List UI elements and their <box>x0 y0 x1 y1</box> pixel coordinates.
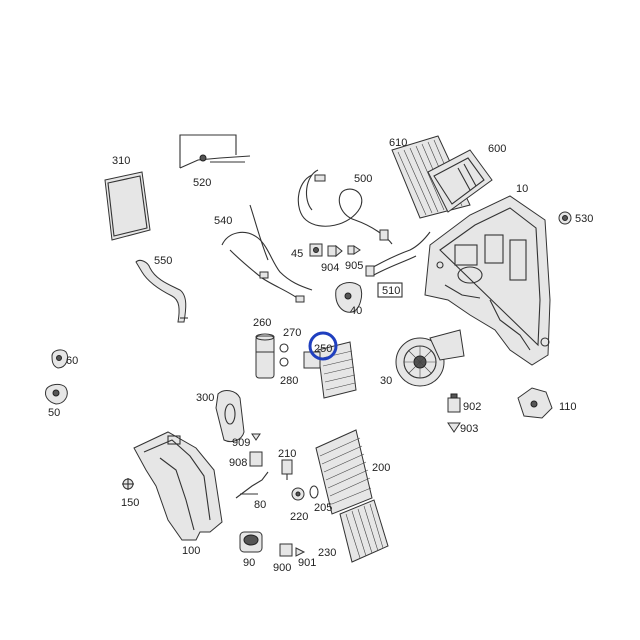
label-908: 908 <box>229 457 247 469</box>
part-520-wire-harness[interactable] <box>179 134 251 169</box>
part-50-grommet[interactable] <box>45 383 68 405</box>
part-600-cover[interactable] <box>427 149 493 213</box>
label-150: 150 <box>121 497 139 509</box>
label-80: 80 <box>254 499 266 511</box>
part-220-holder[interactable] <box>291 487 305 501</box>
label-50: 50 <box>48 407 60 419</box>
part-904-fitting[interactable] <box>327 244 343 258</box>
part-80-bracket[interactable] <box>235 471 269 499</box>
part-903-clip[interactable] <box>447 422 461 433</box>
part-300-duct[interactable] <box>215 390 245 443</box>
label-250: 250 <box>314 343 332 355</box>
label-270: 270 <box>283 327 301 339</box>
label-540: 540 <box>214 215 232 227</box>
label-903: 903 <box>460 423 478 435</box>
label-310: 310 <box>112 155 130 167</box>
part-100-air-duct[interactable] <box>133 431 223 541</box>
label-510: 510 <box>382 285 400 297</box>
part-310-panel[interactable] <box>104 171 151 241</box>
label-40: 40 <box>350 305 362 317</box>
part-909-sensor-tip[interactable] <box>251 433 261 441</box>
label-905: 905 <box>345 260 363 272</box>
part-900-connector[interactable] <box>279 543 293 557</box>
part-901-clip[interactable] <box>295 547 306 557</box>
label-10: 10 <box>516 183 528 195</box>
label-904: 904 <box>321 262 339 274</box>
label-610: 610 <box>389 137 407 149</box>
part-150-screw[interactable] <box>122 478 134 490</box>
part-260-valve[interactable] <box>255 333 275 379</box>
part-540-harness[interactable] <box>221 204 313 303</box>
part-205-ring[interactable] <box>309 485 319 499</box>
label-110: 110 <box>559 401 577 413</box>
highlight-circle-250 <box>308 331 338 361</box>
part-90-resistor[interactable] <box>239 531 263 553</box>
label-530: 530 <box>575 213 593 225</box>
label-500: 500 <box>354 173 372 185</box>
part-10-main-housing[interactable] <box>424 195 551 366</box>
label-30: 30 <box>380 375 392 387</box>
part-60-grommet[interactable] <box>51 349 69 369</box>
label-260: 260 <box>253 317 271 329</box>
label-280: 280 <box>280 375 298 387</box>
part-30-blower-motor[interactable] <box>395 329 465 387</box>
label-909: 909 <box>232 437 250 449</box>
label-45: 45 <box>291 248 303 260</box>
part-908-sensor[interactable] <box>249 451 263 467</box>
label-90: 90 <box>243 557 255 569</box>
label-300: 300 <box>196 392 214 404</box>
part-270-seal[interactable] <box>279 343 289 353</box>
part-45-connector[interactable] <box>309 243 323 257</box>
part-280-seal[interactable] <box>279 357 289 367</box>
callout-labels: 310 520 610 600 500 10 530 540 45 904 90… <box>48 137 593 574</box>
part-250-heater-core[interactable] <box>303 341 357 399</box>
label-220: 220 <box>290 511 308 523</box>
part-110-bracket[interactable] <box>517 387 553 419</box>
label-900: 900 <box>273 562 291 574</box>
part-550-duct-pipe[interactable] <box>135 259 188 323</box>
label-200: 200 <box>372 462 390 474</box>
label-60: 60 <box>66 355 78 367</box>
part-230-filter[interactable] <box>339 499 389 563</box>
label-230: 230 <box>318 547 336 559</box>
part-40-actuator[interactable] <box>335 282 363 313</box>
label-520: 520 <box>193 177 211 189</box>
part-905-fitting[interactable] <box>347 245 361 255</box>
label-210: 210 <box>278 448 296 460</box>
label-901: 901 <box>298 557 316 569</box>
part-210-sensor[interactable] <box>281 459 293 480</box>
part-510-harness[interactable] <box>365 231 431 298</box>
part-200-evaporator[interactable] <box>315 429 373 515</box>
part-530-clip[interactable] <box>558 211 572 225</box>
part-902-connector[interactable] <box>447 393 461 413</box>
label-205: 205 <box>314 502 332 514</box>
label-600: 600 <box>488 143 506 155</box>
label-902: 902 <box>463 401 481 413</box>
label-550: 550 <box>154 255 172 267</box>
part-500-harness[interactable] <box>297 169 393 245</box>
label-100: 100 <box>182 545 200 557</box>
